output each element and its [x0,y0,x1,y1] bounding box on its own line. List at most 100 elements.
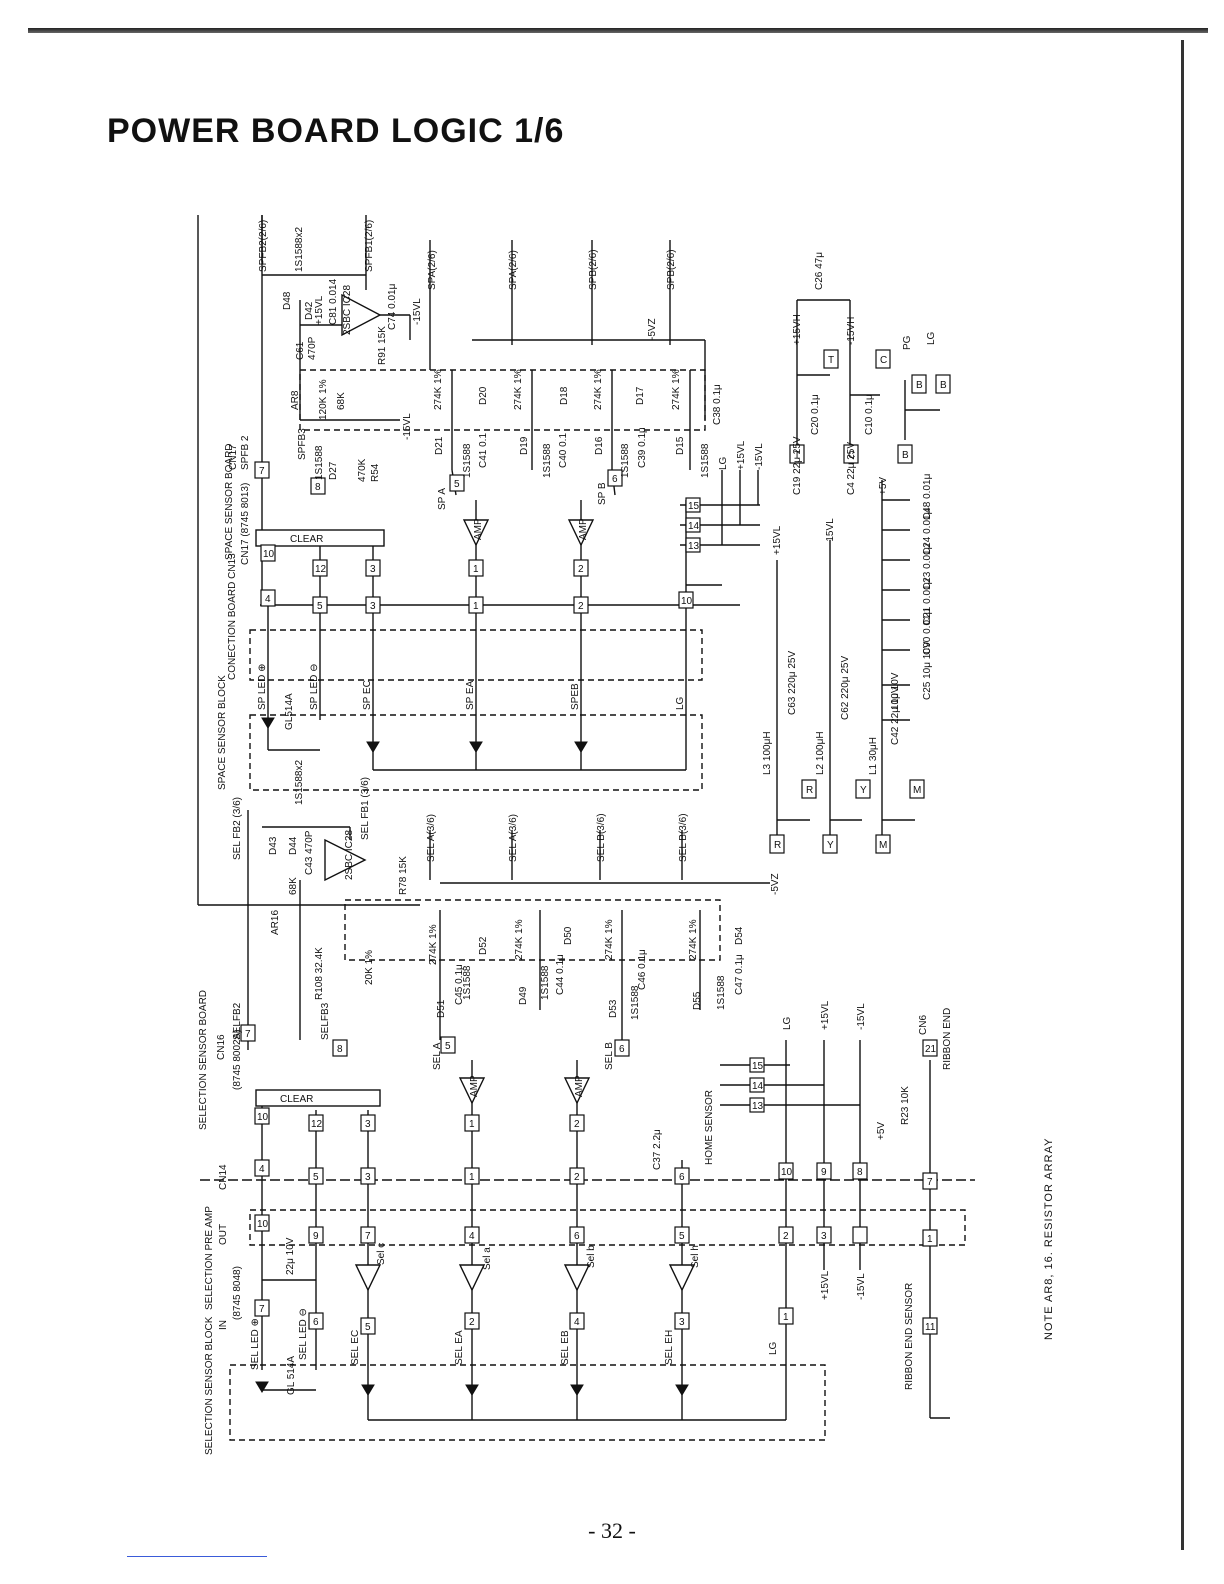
pin-cn13-5 [312,596,328,614]
label-pg: PG [902,335,913,350]
label-d18: D18 [559,386,570,405]
label-cn14: CN14 [218,1164,229,1190]
pin-num: 5 [445,1041,451,1052]
label-home-sensor: HOME SENSOR [704,1090,715,1165]
pin-selb-6 [614,1039,630,1057]
label-d55: D55 [692,991,703,1010]
pin-sela-5 [440,1036,456,1054]
label-1s1588-l4: 1S1588 [716,975,727,1010]
pin-num: 5 [454,479,460,490]
diode-spec [366,741,380,753]
label-selec: SEL EC [350,1330,361,1365]
label-b-2: B [916,380,923,391]
pin-out-3 [816,1226,832,1244]
label-r274-l3: 274K 1% [604,919,615,960]
pin-cn16-12 [308,1114,324,1132]
label-d51: D51 [436,999,447,1018]
pin-out-7 [360,1226,376,1244]
pin-in-1 [778,1307,794,1325]
pin-amp-a-1 [468,559,484,577]
pin-num: 7 [365,1231,371,1242]
label-c48: C48 0.01μ [922,473,933,520]
diode-seleh [675,1384,689,1396]
pin-num: 8 [315,482,321,493]
pin-13 [685,537,701,553]
label-ribbon-end-sensor: RIBBON END SENSOR [904,1283,915,1390]
pin-num: 5 [313,1172,319,1183]
label-selb-out: SEL B(3/6) [596,813,607,862]
label-selfb2: SEL FB2 (3/6) [232,797,243,860]
pin-num: 7 [927,1177,933,1188]
label-c81: C81 0.014 [328,278,339,325]
label-1s1588-l2: 1S1588 [540,965,551,1000]
label-m15vl: -15VL [412,298,423,325]
label-selfb3: SELFB3 [320,1002,331,1040]
label-gl514a-lower: GL 514A [286,1356,297,1395]
diode-speb [574,741,588,753]
label-cn6: CN6 [918,1015,929,1035]
pin-out-5 [674,1226,690,1244]
label-clear-upper: CLEAR [290,534,323,545]
label-selection-sensor-board: SELECTION SENSOR BOARD [198,990,209,1130]
amp-selc [354,1264,382,1292]
label-r91: R91 15K [377,326,388,365]
label-cn16-part: (8745 8002A) [232,1029,243,1090]
pin-out-10 [254,1214,270,1232]
label-lg-lower: LG [782,1016,793,1030]
pin-num: 12 [315,564,327,575]
label-spled-p: SP LED ⊕ [257,663,268,710]
pin-l15 [749,1057,765,1073]
pin-cn13-4 [260,589,276,607]
label-d42: D42 [304,301,315,320]
label-selea: SEL EA [454,1330,465,1365]
pin-num: 5 [679,1231,685,1242]
label-r68k-lower: 68K [288,877,299,895]
label-seleh: SEL EH [664,1330,675,1365]
label-space-sensor-board: SPACE SENSOR BOARD [224,443,235,560]
label-spa-in: SPA(2/6) [508,250,519,290]
lower-pin-numbers: 7 8 5 6 10 12 3 1 2 15 14 13 21 4 5 3 1 … [245,1029,937,1333]
label-d52: D52 [478,936,489,955]
label-1s1588-a: 1S1588 [462,443,473,478]
pin-cn14-7 [922,1172,938,1190]
pin-num: 13 [752,1101,764,1112]
label-c25: C25 10μ 10V [922,641,933,700]
pin-num: 7 [259,1304,265,1315]
label-spec: SP EC [362,680,373,710]
label-c61-val: 470P [307,336,318,360]
label-spb-in: SPB(2/6) [666,249,677,290]
label-speb: SPEB [570,683,581,710]
pin-cn14-10 [778,1162,794,1180]
upper-labels: SPFB2(2/6) SPFB1(2/6) SPA(2/6) SPA(2/6) … [217,220,765,805]
label-r274-2: 274K 1% [513,369,524,410]
label-spb: SP B [597,482,608,505]
pin-num: 9 [313,1231,319,1242]
label-selh: Sel h [690,1245,701,1268]
label-c74: C74 0.01μ [387,283,398,330]
label-ic28-lower: 2SBC IC28 [344,830,355,880]
pin-num: 8 [857,1167,863,1178]
label-c45: C45 0.1μ [454,964,465,1005]
label-r274-1: 274K 1% [433,369,444,410]
pin-cn17-8 [310,477,326,495]
label-space-sensor-block: SPACE SENSOR BLOCK [217,675,228,790]
label-c61: C61 [295,341,306,360]
label-c43: C43 470P [304,830,315,875]
upper-pin-numbers: 7 8 5 6 10 12 3 4 5 3 1 2 1 2 10 15 14 1… [259,466,700,612]
label-d16: D16 [594,436,605,455]
pin-cn16-7 [240,1024,256,1042]
pin-num: 6 [619,1044,625,1055]
label-spfb2-pin: SPFB 2 [240,435,251,470]
label-spfb1: SPFB1(2/6) [364,220,375,272]
connector-pins [240,461,938,1335]
pin-spa-5 [449,474,465,492]
pin-cn13-10 [678,591,694,609]
label-preamp-part: (8745 8048) [232,1266,243,1320]
pin-cn14-5 [308,1167,324,1185]
label-m-2: M [879,840,887,851]
page-title: POWER BOARD LOGIC 1/6 [107,112,565,150]
amp-sela [458,1077,486,1105]
label-r-1: R [806,785,813,796]
pin-num: 14 [752,1081,764,1092]
label-amp-l1: AMP [469,1075,480,1097]
